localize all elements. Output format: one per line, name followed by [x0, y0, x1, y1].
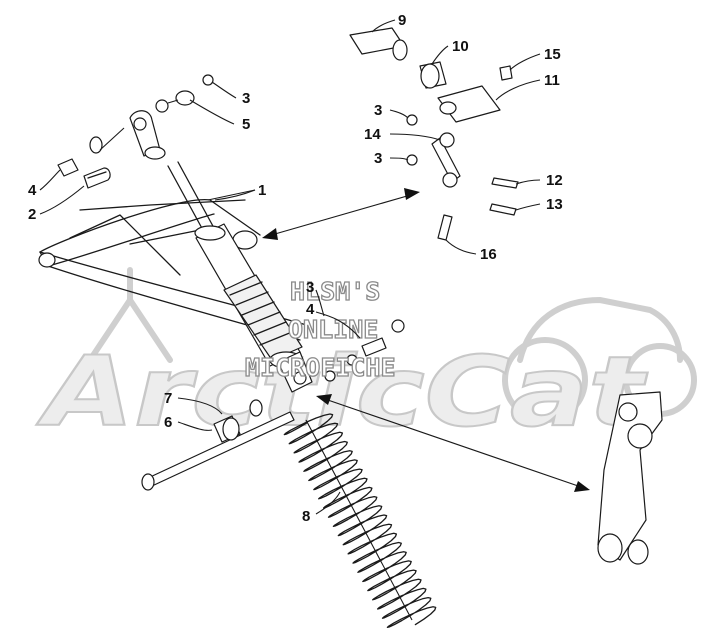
- spindle-assembly: [597, 391, 663, 565]
- callout-3-center: 3: [306, 279, 314, 296]
- callout-3-top-left: 3: [242, 90, 250, 107]
- watermark-line-2: ONLINE: [288, 315, 378, 344]
- callout-14: 14: [364, 126, 381, 143]
- callout-labels: 9 10 15 11 3 14 3 12 13 16 3 5 4 2 1 3 4…: [28, 12, 563, 525]
- callout-16: 16: [480, 246, 497, 263]
- watermark-line-3: MICROFICHE: [245, 353, 396, 382]
- callout-4-center: 4: [306, 301, 315, 318]
- callout-2: 2: [28, 206, 36, 223]
- callout-7: 7: [164, 390, 172, 407]
- callout-11: 11: [544, 72, 560, 89]
- callout-3-right: 3: [374, 150, 382, 167]
- callout-leaders: [39, 19, 541, 515]
- bottom-mount-hardware: [141, 399, 295, 491]
- brand-watermark: ArcticCat: [35, 267, 697, 449]
- callout-6: 6: [164, 414, 172, 431]
- coil-spring: [283, 413, 437, 629]
- shock-knurl: [229, 281, 293, 346]
- callout-9: 9: [398, 12, 406, 29]
- direction-arrows: [262, 188, 590, 492]
- shock-absorber: [129, 110, 313, 393]
- callout-15: 15: [544, 46, 561, 63]
- shrine-silhouette: [87, 267, 173, 363]
- mid-mount-hardware: [324, 319, 405, 382]
- watermark-line-1: HLSM'S: [290, 277, 380, 306]
- callout-10: 10: [452, 38, 469, 55]
- watermark-logo-text: ArcticCat: [36, 336, 648, 448]
- callout-8: 8: [302, 508, 310, 525]
- callout-13: 13: [546, 196, 563, 213]
- callout-3-upper-right: 3: [374, 102, 382, 119]
- linkage-assembly: [349, 27, 519, 241]
- callout-1: 1: [258, 182, 266, 199]
- callout-12: 12: [546, 172, 563, 189]
- callout-4-left: 4: [28, 182, 37, 199]
- callout-5: 5: [242, 116, 250, 133]
- top-mount-hardware: [57, 74, 214, 189]
- microfiche-watermark: HLSM'S ONLINE MICROFICHE: [244, 276, 396, 382]
